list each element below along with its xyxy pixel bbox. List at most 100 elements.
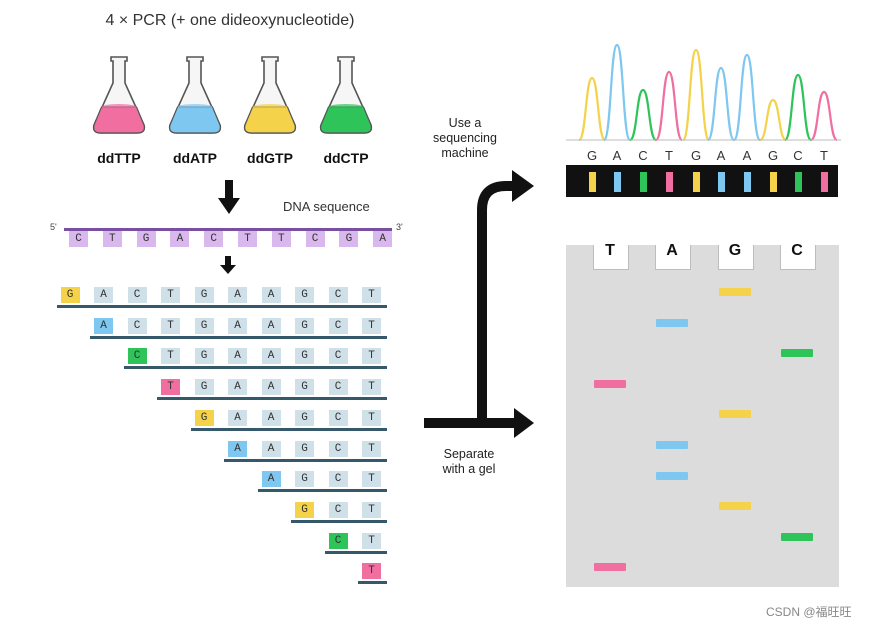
fragment-terminal-base: G bbox=[295, 501, 314, 518]
flask-label: ddTTP bbox=[97, 150, 141, 166]
fragment-base: T bbox=[362, 471, 381, 488]
fragment-strand bbox=[324, 550, 387, 554]
fragment-base: C bbox=[328, 471, 348, 488]
fragment-strand bbox=[224, 458, 387, 462]
chromatogram-letter: T bbox=[665, 148, 673, 163]
fragment-strand bbox=[56, 305, 387, 308]
readout-stripe bbox=[795, 172, 802, 192]
chromatogram-letter: A bbox=[742, 148, 752, 163]
fragment-base: A bbox=[261, 317, 281, 334]
fragment-base: T bbox=[161, 348, 180, 365]
fragment-base: G bbox=[295, 409, 314, 426]
fragment-base: C bbox=[328, 317, 348, 334]
fragment-base: C bbox=[127, 287, 147, 303]
gel-panel bbox=[566, 245, 839, 587]
flask-label: ddGTP bbox=[247, 150, 293, 166]
readout-stripe bbox=[640, 172, 647, 192]
fragment-base: A bbox=[228, 409, 247, 426]
fragment-terminal-base: A bbox=[228, 440, 247, 457]
template-base: T bbox=[102, 231, 122, 247]
readout-stripe bbox=[821, 172, 828, 192]
fragment-base: G bbox=[194, 348, 214, 365]
fragment-base: C bbox=[328, 348, 348, 365]
fragment-base: A bbox=[261, 409, 281, 426]
chromatogram-peak bbox=[732, 53, 762, 142]
template-base: C bbox=[305, 231, 325, 247]
gel-arrow-shaft bbox=[424, 418, 516, 428]
sequencing-caption: Use a sequencing machine bbox=[420, 116, 510, 161]
fragment-base: A bbox=[261, 379, 281, 396]
fragment-terminal-base: C bbox=[328, 532, 348, 549]
readout-stripe bbox=[614, 172, 621, 192]
fragment-base: G bbox=[194, 287, 214, 303]
chromatogram-letter: G bbox=[690, 148, 702, 163]
fragment-base: T bbox=[362, 501, 381, 518]
fragment-base: G bbox=[295, 287, 314, 303]
chromatogram-peak bbox=[706, 66, 736, 142]
fragment-base: T bbox=[362, 317, 381, 334]
template-base: A bbox=[373, 231, 393, 247]
gel-caption-line: with a gel bbox=[442, 462, 496, 476]
fragment-base: C bbox=[328, 379, 348, 396]
chromatogram-peak bbox=[681, 48, 711, 142]
fragment-terminal-base: C bbox=[127, 348, 147, 365]
template-base: T bbox=[238, 231, 257, 247]
connector-arrows bbox=[424, 170, 534, 438]
dna-sequence-label: DNA sequence bbox=[283, 199, 370, 214]
fragment-base: C bbox=[328, 409, 348, 426]
fragment-base: T bbox=[161, 317, 180, 334]
readout-stripe bbox=[666, 172, 673, 192]
fragment-strand bbox=[257, 489, 387, 493]
template-strand-line bbox=[64, 228, 392, 231]
readout-bar bbox=[566, 165, 838, 197]
template-base: T bbox=[271, 231, 291, 247]
template-base: C bbox=[204, 231, 224, 247]
readout-stripe bbox=[770, 172, 777, 192]
chromatogram-peak bbox=[783, 73, 813, 142]
fragment-base: T bbox=[362, 379, 381, 396]
diagram-title: 4 × PCR (+ one dideoxynucleotide) bbox=[105, 12, 355, 29]
gel-well bbox=[780, 245, 816, 270]
chromatogram-letter: G bbox=[586, 148, 598, 163]
gel-band bbox=[719, 502, 751, 511]
template-base: G bbox=[136, 231, 156, 247]
chromatogram-letter: A bbox=[716, 148, 726, 163]
sequencing-caption-line: machine bbox=[441, 146, 489, 160]
gel-lane-label: G bbox=[728, 242, 742, 259]
flask-icon bbox=[168, 56, 222, 134]
sequencing-caption-line: Use a bbox=[448, 116, 482, 130]
fragment-base: T bbox=[362, 440, 381, 457]
fragment-terminal-base: A bbox=[94, 317, 113, 334]
fragment-terminal-base: A bbox=[261, 471, 281, 488]
fragment-base: T bbox=[362, 409, 381, 426]
five-prime-label: 5' bbox=[50, 222, 57, 232]
gel-lane-label: A bbox=[666, 242, 678, 259]
fragment-strand bbox=[358, 581, 387, 585]
flask-icon bbox=[319, 56, 373, 134]
chromatogram-peak bbox=[628, 88, 658, 142]
gel-band bbox=[719, 288, 751, 296]
gel-lane-label: C bbox=[791, 242, 803, 259]
readout-stripe bbox=[693, 172, 700, 192]
fragment-base: A bbox=[261, 348, 281, 365]
fragment-base: A bbox=[228, 317, 247, 334]
gel-band bbox=[656, 318, 688, 327]
fragment-base: C bbox=[328, 440, 348, 457]
fragment-base: G bbox=[295, 440, 314, 457]
fragment-base: G bbox=[295, 379, 314, 396]
flask-label: ddCTP bbox=[323, 150, 369, 166]
gel-caption-line: Separate bbox=[443, 447, 495, 461]
gel-well bbox=[593, 245, 629, 270]
fragment-base: T bbox=[362, 348, 381, 365]
chromatogram-letter: C bbox=[638, 148, 648, 163]
chromatogram-letter: A bbox=[612, 148, 622, 163]
down-arrow-icon bbox=[218, 180, 240, 214]
fragment-strand bbox=[190, 427, 387, 431]
fragment-strand bbox=[157, 397, 387, 401]
fragment-base: C bbox=[328, 501, 348, 518]
sequencer-arrow-head bbox=[512, 170, 534, 202]
gel-lane-label: T bbox=[605, 242, 615, 259]
gel-well bbox=[655, 245, 691, 270]
template-base: C bbox=[69, 231, 88, 247]
fragment-base: A bbox=[228, 348, 247, 365]
